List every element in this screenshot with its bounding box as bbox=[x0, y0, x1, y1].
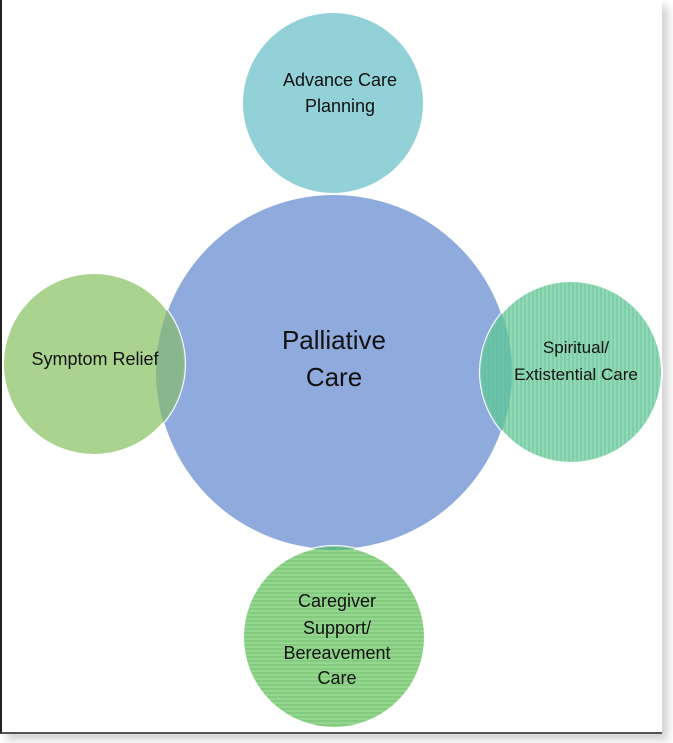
center-label-line1: Palliative bbox=[282, 325, 386, 355]
bottom-label-line4: Care bbox=[317, 668, 356, 688]
bottom-label-line1: Caregiver bbox=[298, 591, 376, 611]
bottom-label-line2: Support/ bbox=[303, 618, 371, 638]
center-label-line2: Care bbox=[306, 362, 362, 392]
bottom-label-line3: Bereavement bbox=[283, 643, 390, 663]
top-circle bbox=[241, 11, 425, 195]
top-label-line1: Advance Care bbox=[283, 70, 397, 90]
right-label-line2: Extistential Care bbox=[514, 365, 638, 384]
left-label: Symptom Relief bbox=[31, 349, 159, 369]
right-label-line1: Spiritual/ bbox=[543, 338, 609, 357]
top-label-line2: Planning bbox=[305, 96, 375, 116]
